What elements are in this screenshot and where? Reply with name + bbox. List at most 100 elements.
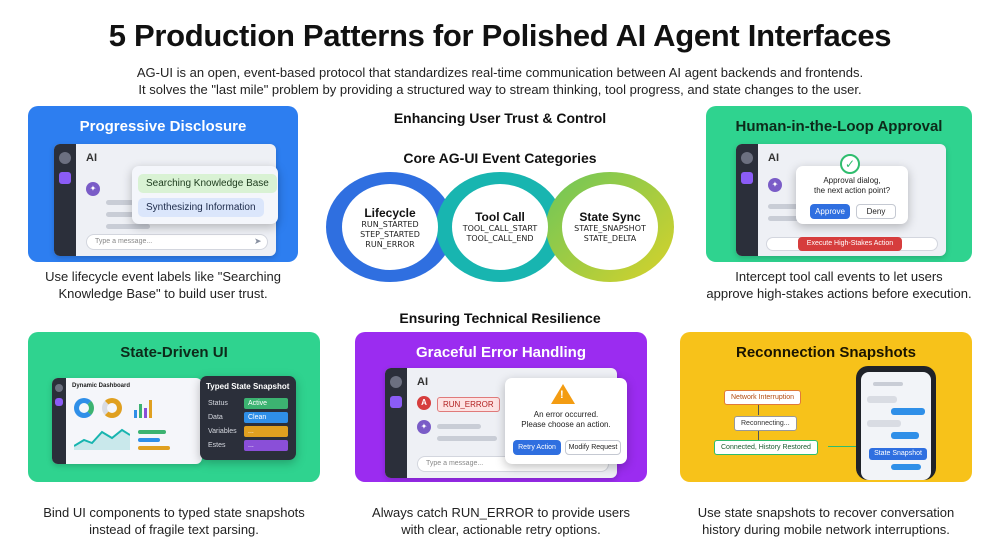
donut-chart-icon xyxy=(102,398,122,418)
page-subtitle: AG-UI is an open, event-based protocol t… xyxy=(60,64,940,98)
message-line xyxy=(106,224,150,229)
flow-arrow xyxy=(828,446,868,447)
phone-screen: State Snapshot xyxy=(861,372,931,480)
subtitle-line-1: AG-UI is an open, event-based protocol t… xyxy=(136,65,864,80)
execute-action-button[interactable]: Execute High-Stakes Action xyxy=(798,237,902,251)
chat-icon[interactable] xyxy=(59,172,71,184)
error-avatar: A xyxy=(417,396,431,410)
sidebar-rail xyxy=(736,144,758,256)
line-chart-icon xyxy=(74,428,130,450)
event-name: RUN_ERROR xyxy=(365,240,415,249)
phone-mockup: State Snapshot xyxy=(856,366,936,480)
restored-node: Connected, History Restored xyxy=(714,440,818,455)
chat-icon[interactable] xyxy=(390,396,402,408)
dialog-line-2: the next action point? xyxy=(813,186,891,195)
message-line xyxy=(437,436,497,441)
message-line xyxy=(437,424,481,429)
state-sync-node: State Sync STATE_SNAPSHOT STATE_DELTA xyxy=(562,184,658,270)
openai-icon xyxy=(741,152,753,164)
snapshot-key: Status xyxy=(208,400,228,407)
message-line xyxy=(768,204,812,209)
card-reconnection-snapshots: Reconnection Snapshots Network Interrupt… xyxy=(680,332,972,482)
card-graceful-error-handling: Graceful Error Handling AI A RUN_ERROR ✦… xyxy=(355,332,647,482)
assistant-avatar: ✦ xyxy=(768,178,782,192)
ai-label: AI xyxy=(86,152,97,164)
message-bubble xyxy=(867,420,901,427)
categories-label: Core AG-UI Event Categories xyxy=(403,150,597,166)
error-dialog: ! An error occurred. Please choose an ac… xyxy=(505,378,627,464)
message-line xyxy=(106,200,146,205)
message-bubble xyxy=(891,408,925,415)
chat-icon[interactable] xyxy=(741,172,753,184)
deny-button[interactable]: Deny xyxy=(856,204,896,219)
event-name: STATE_SNAPSHOT xyxy=(574,224,646,233)
caption-state: Bind UI components to typed state snapsh… xyxy=(28,504,320,538)
reconnecting-node: Reconnecting... xyxy=(734,416,797,431)
caption-line: history during mobile network interrupti… xyxy=(702,522,950,537)
event-categories-diagram: Lifecycle RUN_STARTED STEP_STARTED RUN_E… xyxy=(326,172,674,282)
card-state-driven-ui: State-Driven UI Dynamic Dashboard Typed … xyxy=(28,332,320,482)
card-title: State-Driven UI xyxy=(120,344,228,361)
snapshot-value: Clean xyxy=(244,412,288,423)
caption-line: approve high-stakes actions before execu… xyxy=(706,286,972,301)
caption-line: Knowledge Base" to build user trust. xyxy=(58,286,268,301)
caption-reconnect: Use state snapshots to recover conversat… xyxy=(680,504,972,538)
subtitle-line-2: It solves the "last mile" problem by pro… xyxy=(138,82,862,97)
snapshot-title: Typed State Snapshot xyxy=(206,382,290,391)
ai-label: AI xyxy=(768,152,779,164)
caption-progressive: Use lifecycle event labels like "Searchi… xyxy=(28,268,298,302)
message-bubble xyxy=(891,432,919,439)
page-title: 5 Production Patterns for Polished AI Ag… xyxy=(108,18,892,53)
dialog-line-1: Approval dialog, xyxy=(823,176,881,185)
caption-hitl: Intercept tool call events to let users … xyxy=(706,268,972,302)
flow-arrow xyxy=(758,405,759,415)
flow-arrow xyxy=(758,431,759,441)
snapshot-value: ... xyxy=(244,440,288,451)
legend-line xyxy=(138,446,170,450)
approve-button[interactable]: Approve xyxy=(810,204,850,219)
snapshot-key: Estes xyxy=(208,442,226,449)
caption-error: Always catch RUN_ERROR to provide users … xyxy=(355,504,647,538)
event-name: TOOL_CALL_START xyxy=(462,224,538,233)
run-error-badge: RUN_ERROR xyxy=(437,397,500,412)
bar-chart-icon xyxy=(134,400,156,418)
warning-mark: ! xyxy=(560,389,564,401)
network-interruption-node: Network Interruption xyxy=(724,390,802,405)
retry-action-button[interactable]: Retry Action xyxy=(513,440,561,455)
dashboard-window: Dynamic Dashboard xyxy=(52,378,202,464)
openai-icon xyxy=(390,376,402,388)
tool-call-title: Tool Call xyxy=(475,210,525,224)
send-icon[interactable]: ➤ xyxy=(254,236,262,246)
caption-line: Bind UI components to typed state snapsh… xyxy=(43,505,305,520)
caption-line: instead of fragile text parsing. xyxy=(89,522,259,537)
chat-icon[interactable] xyxy=(55,398,63,406)
message-bubble xyxy=(891,464,921,470)
ai-label: AI xyxy=(417,376,428,388)
trust-label: Enhancing User Trust & Control xyxy=(393,110,607,126)
donut-chart-icon xyxy=(74,398,94,418)
caption-line: Use lifecycle event labels like "Searchi… xyxy=(45,269,281,284)
caption-line: with clear, actionable retry options. xyxy=(401,522,601,537)
caption-line: Use state snapshots to recover conversat… xyxy=(697,505,955,520)
error-message-1: An error occurred. xyxy=(533,410,599,419)
event-name: STEP_STARTED xyxy=(360,230,420,239)
card-title: Human-in-the-Loop Approval xyxy=(735,118,943,135)
message-line xyxy=(873,382,903,386)
card-title: Progressive Disclosure xyxy=(79,118,247,135)
card-human-in-the-loop: Human-in-the-Loop Approval AI ✦ Execute … xyxy=(706,106,972,262)
card-progressive-disclosure: Progressive Disclosure AI ✦ Type a messa… xyxy=(28,106,298,262)
snapshot-value: ... xyxy=(244,426,288,437)
resilience-label: Ensuring Technical Resilience xyxy=(399,310,601,326)
modify-request-button[interactable]: Modify Request xyxy=(565,440,621,455)
error-message-2: Please choose an action. xyxy=(521,420,611,429)
card-title: Reconnection Snapshots xyxy=(735,344,917,361)
message-line xyxy=(768,216,804,221)
caption-line: Always catch RUN_ERROR to provide users xyxy=(372,505,630,520)
lifecycle-node: Lifecycle RUN_STARTED STEP_STARTED RUN_E… xyxy=(342,184,438,270)
openai-icon xyxy=(55,384,63,392)
status-popup: Searching Knowledge Base Synthesizing In… xyxy=(132,166,278,224)
status-pill-synthesizing: Synthesizing Information xyxy=(138,198,264,217)
message-input[interactable]: Type a message... xyxy=(86,234,268,250)
openai-icon xyxy=(59,152,71,164)
event-name: STATE_DELTA xyxy=(583,234,637,243)
